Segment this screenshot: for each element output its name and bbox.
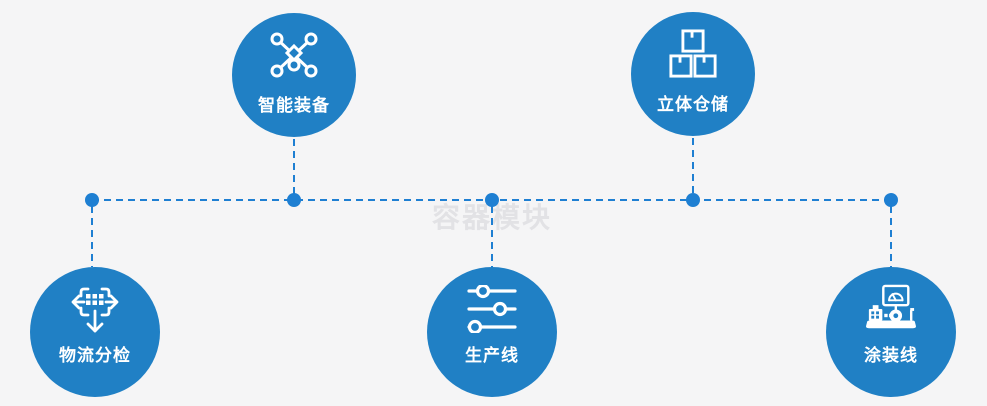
node-label: 物流分检 (59, 346, 131, 365)
node-label: 涂装线 (864, 346, 918, 365)
connector-to-production-line (491, 206, 493, 267)
junction-dot (686, 193, 700, 207)
machine-console-icon (860, 281, 922, 337)
watermark: 容器模块 (432, 196, 552, 236)
sliders-icon (466, 281, 518, 337)
connector-to-coating-line (890, 206, 892, 267)
node-coating-line: 涂装线 (826, 267, 956, 397)
stacked-boxes-icon (668, 28, 718, 80)
connector-from-intelligent-equipment (293, 139, 295, 194)
connector-to-logistics-sorting (91, 206, 93, 267)
node-label: 智能装备 (258, 96, 330, 115)
node-label: 立体仓储 (657, 95, 729, 114)
node-production-line: 生产线 (427, 267, 557, 397)
distribute-arrows-icon (67, 281, 123, 337)
junction-dot (485, 193, 499, 207)
junction-dot (884, 193, 898, 207)
network-nodes-icon (268, 29, 320, 81)
node-stereo-warehouse: 立体仓储 (631, 12, 755, 136)
node-intelligent-equipment: 智能装备 (232, 13, 356, 137)
node-label: 生产线 (465, 346, 519, 365)
junction-dot (287, 193, 301, 207)
connector-from-stereo-warehouse (692, 138, 694, 194)
junction-dot (85, 193, 99, 207)
node-logistics-sorting: 物流分检 (30, 267, 160, 397)
